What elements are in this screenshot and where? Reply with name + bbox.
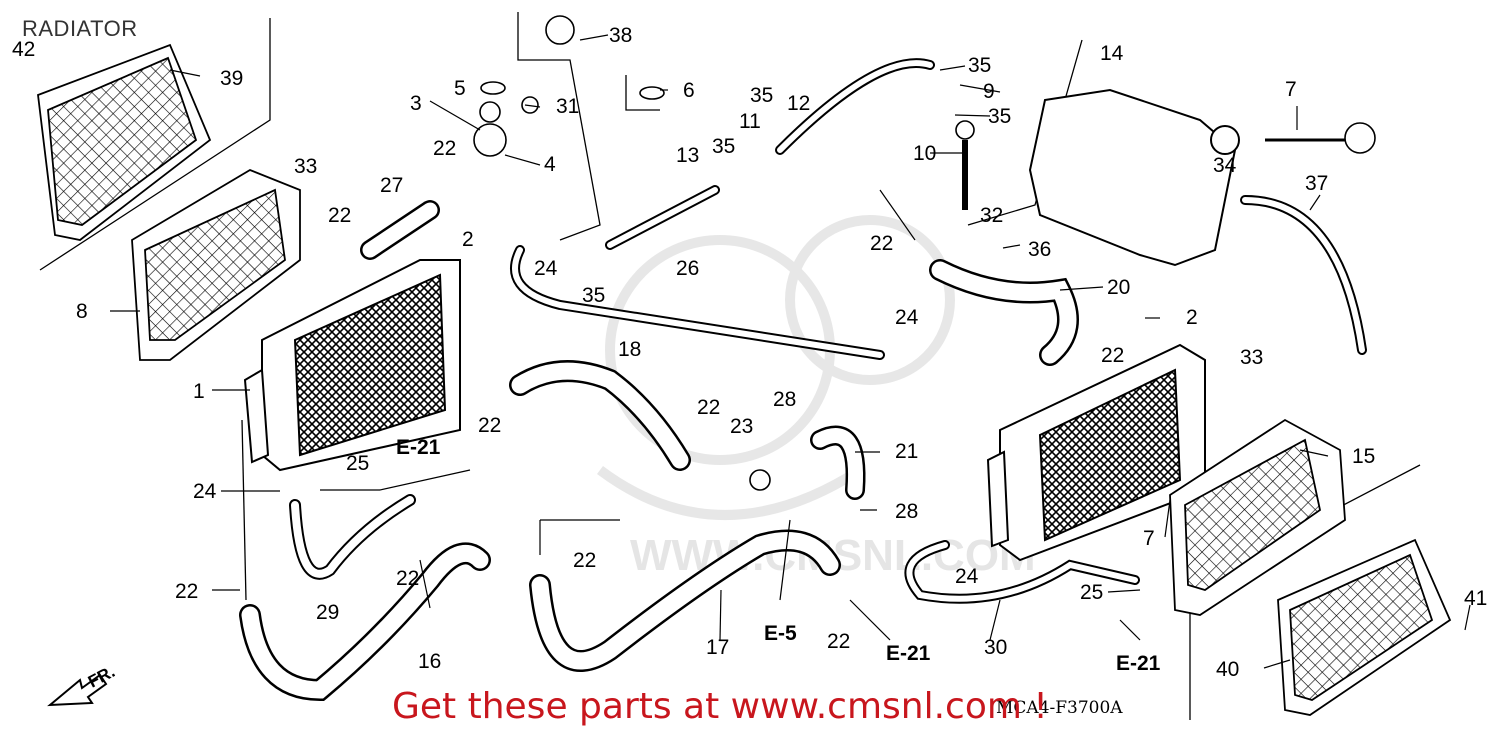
- watermark-logo: [597, 215, 955, 520]
- callout-22i: 22: [175, 580, 198, 603]
- callout-35c: 35: [750, 84, 773, 107]
- callout-17: 16: [418, 650, 441, 673]
- callout-7-label: 7: [1143, 527, 1155, 550]
- callout-22b: 22: [433, 137, 456, 160]
- callout-16: 15: [1352, 445, 1375, 468]
- callout-29-label: 29: [316, 601, 339, 624]
- diagram-title: RADIATOR: [22, 16, 138, 41]
- callout-1: 1: [193, 380, 205, 403]
- callout-33b: 33: [1240, 346, 1263, 369]
- callout-35d: 35: [968, 54, 991, 77]
- small-parts: [473, 15, 1376, 491]
- callout-22d: 22: [1101, 344, 1124, 367]
- callout-28b: 28: [895, 500, 918, 523]
- footer-link[interactable]: Get these parts at www.cmsnl.com !: [392, 686, 1048, 727]
- callout-35a: 35: [582, 284, 605, 307]
- radiator-left: [243, 259, 461, 472]
- callout-18: 17: [706, 636, 729, 659]
- callout-34: 34: [1213, 154, 1237, 177]
- leader-lines: [110, 34, 1471, 669]
- callout-25a: 25: [346, 452, 369, 475]
- reference-labels: E-21 E-5 E-21 E-21: [396, 436, 1161, 675]
- callout-31: 31: [556, 95, 579, 118]
- callout-22a: 22: [328, 204, 351, 227]
- callout-4: 4: [544, 153, 556, 176]
- callout-24c: 24: [193, 480, 217, 503]
- callout-11: 7: [1285, 78, 1297, 101]
- ref-e21-c: E-21: [1116, 652, 1161, 675]
- callout-24b: 24: [895, 306, 919, 329]
- callout-19: 18: [618, 338, 641, 361]
- callout-24a: 24: [534, 257, 558, 280]
- callout-2b: 2: [1186, 306, 1198, 329]
- callout-38: 38: [609, 24, 632, 47]
- callout-5: 5: [454, 77, 466, 100]
- callout-22e: 22: [478, 414, 501, 437]
- callout-22h: 22: [396, 567, 419, 590]
- callout-24d: 24: [955, 565, 979, 588]
- callout-33a: 33: [294, 155, 317, 178]
- callout-3: 3: [410, 92, 422, 115]
- callout-36: 37: [1305, 172, 1328, 195]
- callout-37: 36: [1028, 238, 1051, 261]
- callout-22-last: 22: [827, 630, 850, 653]
- callout-30: 30: [984, 636, 1007, 659]
- radiator-right: [986, 343, 1206, 562]
- grille-39: [37, 43, 212, 241]
- callout-35e: 35: [988, 105, 1011, 128]
- callout-13: 12: [787, 92, 810, 115]
- callout-labels: 42 39 8 1 33 27 22 22 2 3 5 31 4 38 6 24…: [12, 24, 1487, 681]
- grille-12: [131, 168, 301, 361]
- callout-9: 10: [913, 142, 936, 165]
- callout-22f: 22: [697, 396, 720, 419]
- callout-39: 39: [220, 67, 243, 90]
- callout-15: 14: [1100, 42, 1124, 65]
- reserve-tank: [1028, 88, 1240, 267]
- callout-21: 21: [895, 440, 918, 463]
- callout-40: 40: [1216, 658, 1239, 681]
- callout-10: 9: [983, 80, 995, 103]
- callout-20: 20: [1107, 276, 1130, 299]
- callout-22g: 22: [573, 549, 596, 572]
- ref-e21-a: E-21: [396, 436, 441, 459]
- callout-26: 26: [676, 257, 699, 280]
- grille-16: [1169, 418, 1346, 616]
- callout-28a: 28: [773, 388, 796, 411]
- callout-6: 6: [683, 79, 695, 102]
- callout-42: 42: [12, 38, 35, 61]
- ref-e21-b: E-21: [886, 642, 931, 665]
- callout-8: 11: [739, 110, 761, 133]
- callout-12: 8: [76, 300, 88, 323]
- callout-32: 32: [980, 204, 1003, 227]
- grille-40: [1277, 538, 1452, 716]
- front-direction-arrow: FR.: [47, 662, 118, 707]
- callout-2a: 2: [462, 228, 474, 251]
- diagram-code: MCA4-F3700A: [996, 698, 1123, 718]
- callout-23: 23: [730, 415, 753, 438]
- hoses: [239, 58, 1367, 702]
- ref-e5: E-5: [764, 622, 797, 645]
- callout-27: 27: [380, 174, 403, 197]
- callout-41: 41: [1464, 587, 1487, 610]
- callout-22c: 22: [870, 232, 893, 255]
- callout-35b: 35: [712, 135, 735, 158]
- callout-25b: 25: [1080, 581, 1103, 604]
- callout-14: 13: [676, 144, 699, 167]
